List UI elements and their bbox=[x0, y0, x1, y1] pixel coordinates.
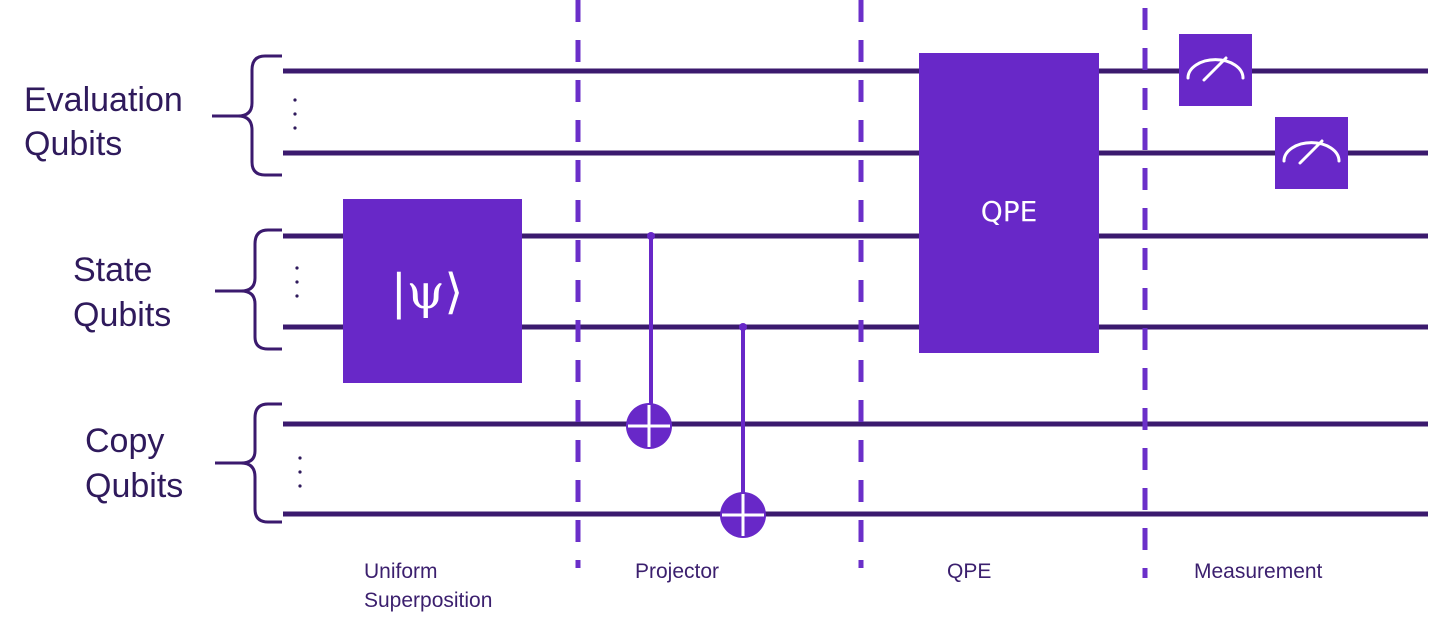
psi-gate-label: |ψ⟩ bbox=[391, 264, 464, 320]
section-dividers bbox=[575, 0, 1148, 578]
group-braces bbox=[212, 54, 282, 524]
ellipsis-group bbox=[293, 98, 302, 488]
cnot-control-2 bbox=[739, 323, 747, 331]
label-evaluation-line1: Evaluation bbox=[24, 81, 183, 119]
measurement-meter-icon bbox=[1282, 139, 1341, 165]
label-copy-line1: Copy bbox=[85, 422, 164, 460]
section-labels: Uniform Superposition Projector QPE Meas… bbox=[364, 560, 1323, 612]
ellipsis-copy bbox=[298, 456, 302, 488]
section-label-uniform-line2: Superposition bbox=[364, 589, 492, 612]
cnot-target-icon bbox=[626, 403, 672, 449]
measurement-meter-icon bbox=[1186, 56, 1245, 82]
qpe-gate: QPE bbox=[919, 53, 1099, 353]
section-label-measurement: Measurement bbox=[1194, 560, 1323, 583]
section-label-projector: Projector bbox=[635, 560, 719, 583]
brace-evaluation bbox=[212, 54, 282, 177]
qpe-gate-label: QPE bbox=[981, 195, 1038, 228]
cnot-control-1 bbox=[647, 232, 655, 240]
brace-copy bbox=[215, 402, 282, 524]
label-state-line1: State bbox=[73, 251, 152, 289]
label-copy-line2: Qubits bbox=[85, 467, 183, 505]
cnot-target-icon bbox=[720, 492, 766, 538]
group-labels: Evaluation Qubits State Qubits Copy Qubi… bbox=[24, 81, 183, 505]
measurement-gate-2 bbox=[1275, 117, 1348, 189]
brace-state bbox=[215, 228, 282, 351]
label-evaluation-line2: Qubits bbox=[24, 125, 122, 163]
section-label-uniform-line1: Uniform bbox=[364, 560, 438, 583]
section-label-qpe: QPE bbox=[947, 560, 991, 583]
label-state-line2: Qubits bbox=[73, 296, 171, 334]
ellipsis-evaluation bbox=[293, 98, 297, 130]
cnot-gate-1 bbox=[626, 232, 672, 449]
ellipsis-state bbox=[295, 266, 299, 298]
cnot-gate-2 bbox=[720, 323, 766, 538]
measurement-gate-1 bbox=[1179, 34, 1252, 106]
psi-gate: |ψ⟩ bbox=[343, 199, 522, 383]
